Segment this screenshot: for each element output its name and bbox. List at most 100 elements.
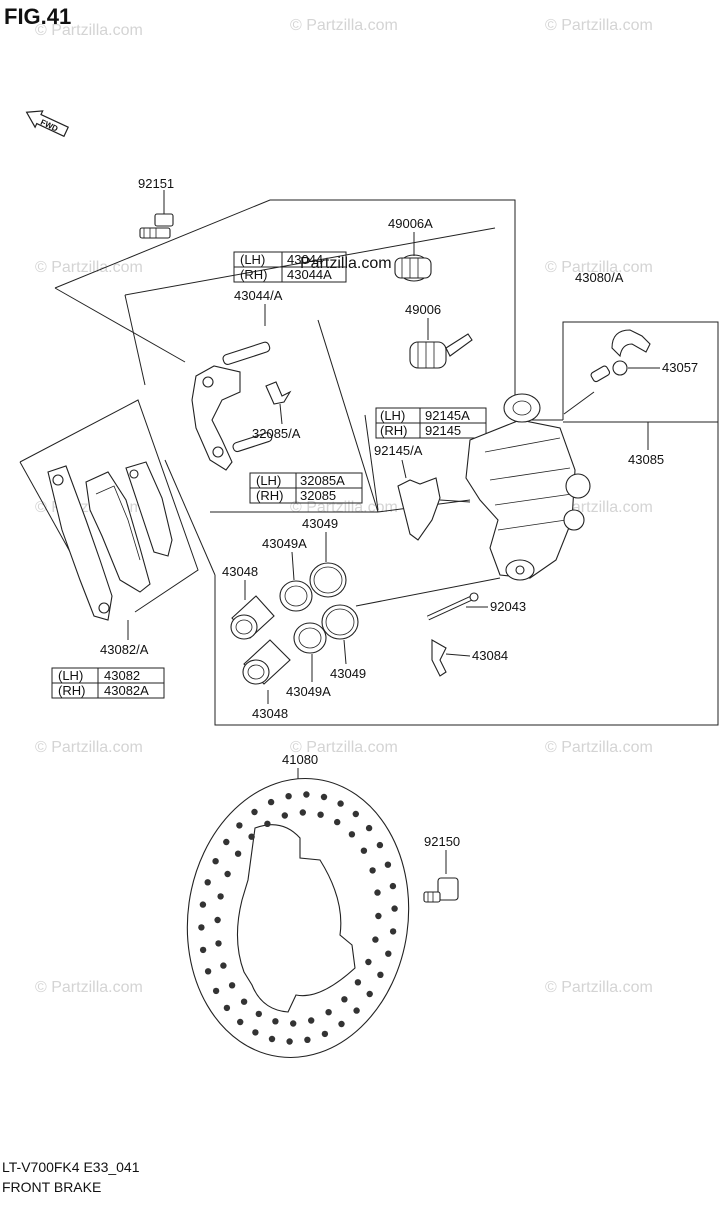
table-cell: (LH) xyxy=(380,408,405,423)
part-label-32085A: 32085/A xyxy=(252,426,301,441)
disc-hole xyxy=(268,1035,276,1043)
table-cell: (LH) xyxy=(240,252,265,267)
disc-hole xyxy=(372,936,379,943)
disc-hole xyxy=(252,1029,259,1036)
disc-hole xyxy=(320,793,328,801)
disc-hole xyxy=(220,962,227,969)
disc-hole xyxy=(290,1020,297,1027)
watermark: © Partzilla.com xyxy=(290,17,398,34)
disc-hole xyxy=(251,808,258,816)
table-cell: 32085 xyxy=(300,488,336,503)
watermark: © Partzilla.com xyxy=(545,17,653,34)
disc-hole xyxy=(236,822,243,829)
disc-hole xyxy=(199,946,207,954)
table-cell: (RH) xyxy=(256,488,283,503)
piston-43048-top xyxy=(230,595,275,640)
disc-hole xyxy=(267,798,275,806)
disc-hole xyxy=(360,847,368,854)
disc-hole xyxy=(214,916,221,924)
part-label-92145A: 92145/A xyxy=(374,443,423,458)
disc-hole xyxy=(204,879,211,886)
disc-hole xyxy=(228,982,236,989)
disc-hole xyxy=(338,1020,345,1028)
part-label-43057: 43057 xyxy=(662,360,698,375)
table-cell: (RH) xyxy=(380,423,407,438)
part-label-43049A-top: 43049A xyxy=(262,536,307,551)
part-label-49006: 49006 xyxy=(405,302,441,317)
disc-hole xyxy=(353,1007,360,1014)
table-32085: (LH) 32085A (RH) 32085 xyxy=(249,472,363,504)
table-cell: 92145 xyxy=(425,423,461,438)
boot-49006A xyxy=(394,232,432,282)
brake-pad-set-43082 xyxy=(47,461,173,621)
disc-hole xyxy=(212,987,220,995)
disc-hole xyxy=(198,924,205,931)
disc-hole xyxy=(240,998,248,1005)
watermark: © Partzilla.com xyxy=(35,979,143,996)
disc-hole xyxy=(374,889,381,896)
disc-hole xyxy=(285,793,292,800)
disc-hole xyxy=(281,812,288,819)
part-label-43080A: 43080/A xyxy=(575,270,624,285)
disc-hole xyxy=(365,958,372,966)
table-cell: 32085A xyxy=(300,473,345,488)
watermark: © Partzilla.com xyxy=(545,259,653,276)
bolt-92150 xyxy=(423,877,459,903)
part-label-43084: 43084 xyxy=(472,648,508,663)
disc-hole xyxy=(299,809,306,816)
bolt-92151 xyxy=(139,190,174,239)
dust-seal-43049A-top xyxy=(279,580,313,612)
table-43044: (LH) 43044 (RH) 43044A xyxy=(233,251,347,283)
disc-hole xyxy=(308,1017,315,1024)
part-label-43085: 43085 xyxy=(628,452,664,467)
disc-hole xyxy=(317,811,324,818)
disc-hole xyxy=(303,791,310,798)
disc-hole xyxy=(352,810,359,818)
disc-hole xyxy=(385,950,392,957)
part-label-43049A-bottom: 43049A xyxy=(286,684,331,699)
watermark: © Partzilla.com xyxy=(290,739,398,756)
part-label-92150: 92150 xyxy=(424,834,460,849)
disc-hole xyxy=(375,912,382,920)
disc-hole xyxy=(199,901,207,908)
watermark: © Partzilla.com xyxy=(545,979,653,996)
part-label-43048-top: 43048 xyxy=(222,564,258,579)
disc-hole xyxy=(223,838,230,846)
disc-hole xyxy=(365,824,373,832)
disc-hole xyxy=(264,820,271,827)
caliper-body xyxy=(439,393,591,581)
pin-clip-43084 xyxy=(431,639,471,677)
table-cell: 43082 xyxy=(104,668,140,683)
disc-hole xyxy=(325,1009,332,1016)
pad-pin-92043 xyxy=(426,592,488,621)
table-cell: (RH) xyxy=(240,267,267,282)
dust-seal-43049A-bottom xyxy=(293,622,327,654)
brake-disc-41080 xyxy=(186,777,410,1059)
disc-hole xyxy=(384,861,392,868)
table-cell: 92145A xyxy=(425,408,470,423)
part-label-43044A: 43044/A xyxy=(234,288,283,303)
anti-rattle-spring-92145 xyxy=(397,477,441,541)
table-cell: 43044 xyxy=(287,252,323,267)
disc-hole xyxy=(304,1036,311,1044)
bleeder-valve-43057 xyxy=(563,329,660,415)
part-label-43082A: 43082/A xyxy=(100,642,149,657)
disc-hole xyxy=(248,833,255,840)
disc-hole xyxy=(389,928,397,935)
watermark: © Partzilla.com xyxy=(35,259,143,276)
disc-hole xyxy=(223,1004,231,1012)
disc-hole xyxy=(369,867,376,874)
disc-hole xyxy=(334,818,341,826)
watermark: © Partzilla.com xyxy=(545,739,653,756)
fwd-label: FWD xyxy=(39,118,60,134)
disc-hole xyxy=(321,1030,329,1038)
part-label-43049-top: 43049 xyxy=(302,516,338,531)
table-92145: (LH) 92145A (RH) 92145 xyxy=(375,407,487,439)
disc-hole xyxy=(204,968,212,975)
disc-hole xyxy=(272,1018,279,1025)
piston-43048-bottom xyxy=(242,639,291,685)
part-label-92043: 92043 xyxy=(490,599,526,614)
disc-hole xyxy=(391,905,398,912)
